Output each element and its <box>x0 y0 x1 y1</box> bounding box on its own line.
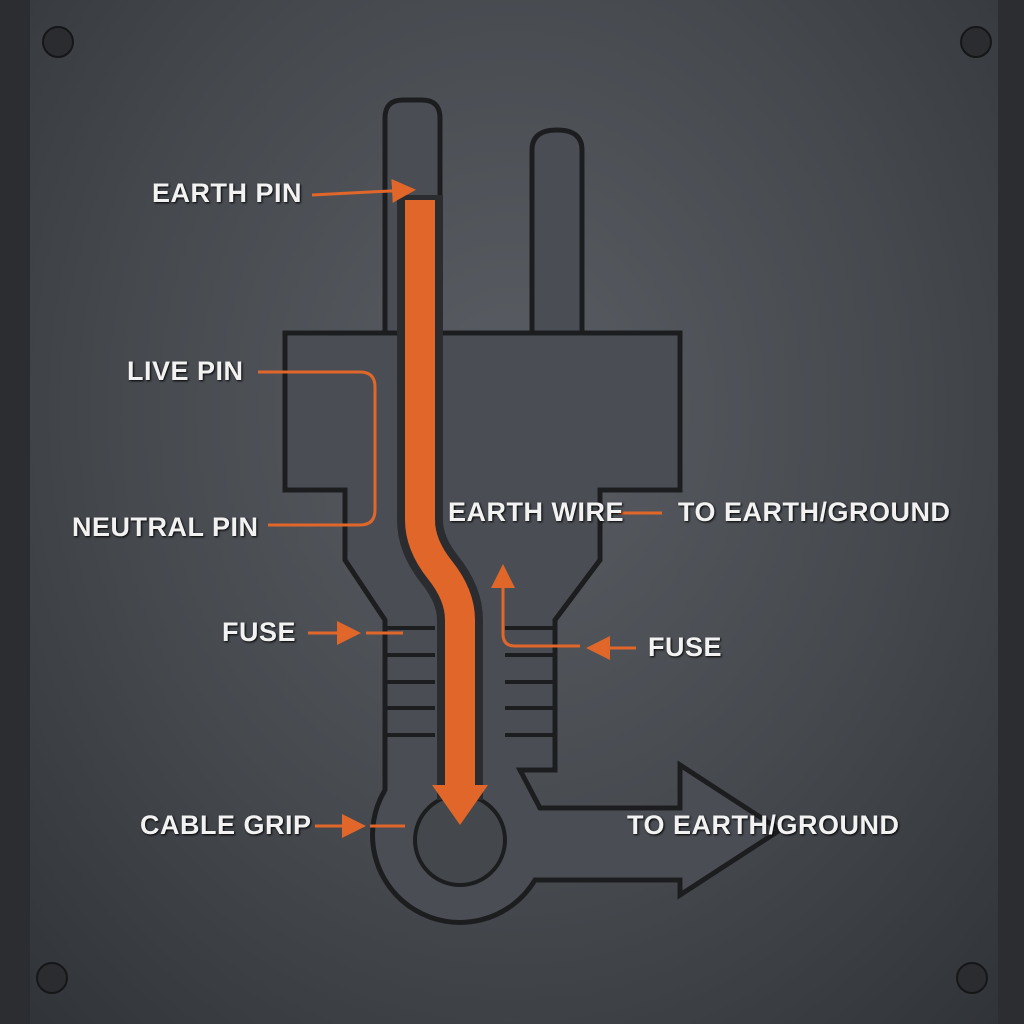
bolt-icon <box>42 26 74 58</box>
label-fuse-left: FUSE <box>222 617 297 647</box>
neutral-live-pin <box>529 127 585 335</box>
label-fuse-right: FUSE <box>648 632 723 662</box>
bolt-icon <box>956 962 988 994</box>
live-pin-leader <box>258 370 377 527</box>
bolt-icon <box>36 962 68 994</box>
label-neutral-pin: NEUTRAL PIN <box>72 512 259 542</box>
left-weld-seam <box>0 0 30 1024</box>
fuse-right-wire <box>491 564 580 648</box>
earth-wire <box>405 200 475 790</box>
right-weld-seam <box>998 0 1024 1024</box>
label-cable-grip: CABLE GRIP <box>140 810 312 840</box>
label-earth-pin: EARTH PIN <box>152 178 303 208</box>
bolt-icon <box>960 26 992 58</box>
label-to-earth-bottom: TO EARTH/GROUND <box>627 810 900 840</box>
label-earth-wire: EARTH WIRE <box>448 497 624 527</box>
fuse-fins <box>385 626 555 737</box>
earth-pin-leader <box>311 178 416 203</box>
label-live-pin: LIVE PIN <box>127 356 244 386</box>
earth-wire-arrowhead <box>432 785 488 825</box>
label-to-earth-top: TO EARTH/GROUND <box>678 497 951 527</box>
